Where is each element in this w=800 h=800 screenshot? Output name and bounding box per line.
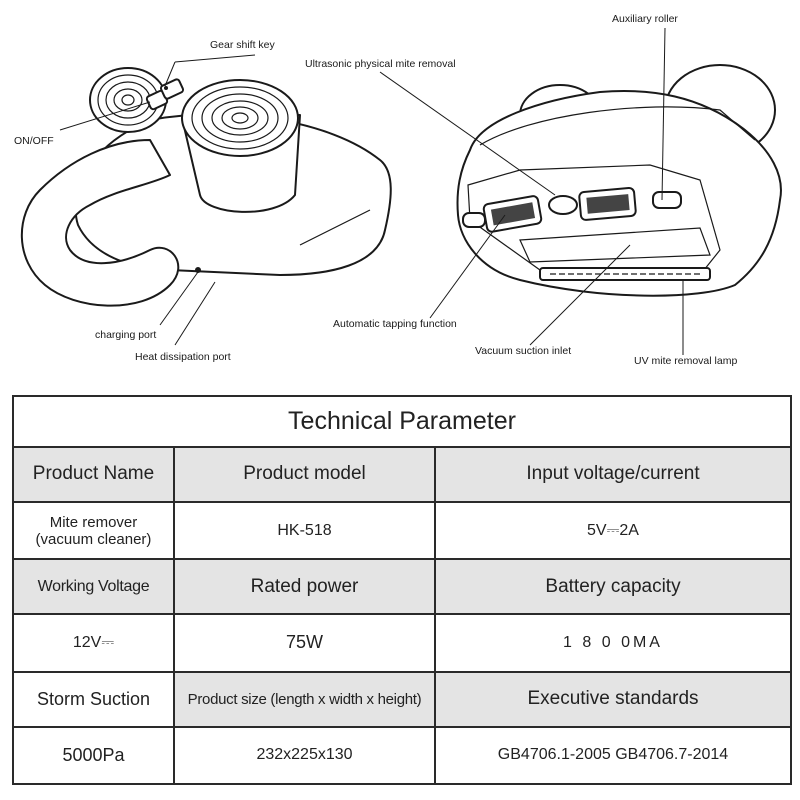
table-row: 12V⎓ 75W 1 8 0 0MA (12, 613, 792, 673)
table-row: Product Name Product model Input voltage… (12, 445, 792, 504)
header-rated-power: Rated power (173, 558, 436, 616)
label-ultrasonic-mite-removal: Ultrasonic physical mite removal (305, 58, 456, 70)
label-auxiliary-roller: Auxiliary roller (612, 13, 678, 25)
header-product-name: Product Name (12, 445, 175, 504)
product-diagram: Gear shift key ON/OFF charging port Heat… (14, 13, 782, 367)
value-rated-power: 75W (173, 613, 436, 673)
header-working-voltage: Working Voltage (12, 558, 175, 616)
header-storm-suction: Storm Suction (12, 670, 175, 728)
right-roller (181, 79, 301, 213)
label-on-off: ON/OFF (14, 135, 54, 147)
value-battery-capacity: 1 8 0 0MA (434, 613, 792, 673)
technical-parameter-table: Technical Parameter Product Name Product… (12, 395, 792, 786)
value-product-name: Mite remover (vacuum cleaner) (12, 500, 175, 561)
table-row: Mite remover (vacuum cleaner) HK-518 5V⎓… (12, 500, 792, 561)
header-product-size: Product size (length x width x height) (173, 670, 436, 728)
device-bottom-view (456, 64, 782, 297)
header-product-model: Product model (173, 445, 436, 504)
header-input-voltage: Input voltage/current (434, 445, 792, 504)
table-row: Working Voltage Rated power Battery capa… (12, 558, 792, 616)
value-product-model: HK-518 (173, 500, 436, 561)
label-charging-port: charging port (95, 329, 156, 341)
label-heat-dissipation-port: Heat dissipation port (135, 351, 231, 363)
header-executive-standards: Executive standards (434, 670, 792, 728)
value-executive-standards: GB4706.1-2005 GB4706.7-2014 (434, 725, 792, 786)
label-vacuum-suction-inlet: Vacuum suction inlet (475, 345, 571, 357)
header-battery-capacity: Battery capacity (434, 558, 792, 616)
value-storm-suction: 5000Pa (12, 725, 175, 786)
value-input-voltage: 5V⎓2A (434, 500, 792, 561)
control-buttons (145, 78, 185, 111)
table-title: Technical Parameter (12, 395, 792, 448)
label-automatic-tapping: Automatic tapping function (333, 318, 457, 330)
label-uv-lamp: UV mite removal lamp (634, 355, 737, 367)
value-working-voltage: 12V⎓ (12, 613, 175, 673)
value-product-size: 232x225x130 (173, 725, 436, 786)
table-row: Storm Suction Product size (length x wid… (12, 670, 792, 728)
device-top-view (20, 67, 392, 307)
label-gear-shift-key: Gear shift key (210, 39, 276, 51)
table-row: 5000Pa 232x225x130 GB4706.1-2005 GB4706.… (12, 725, 792, 786)
